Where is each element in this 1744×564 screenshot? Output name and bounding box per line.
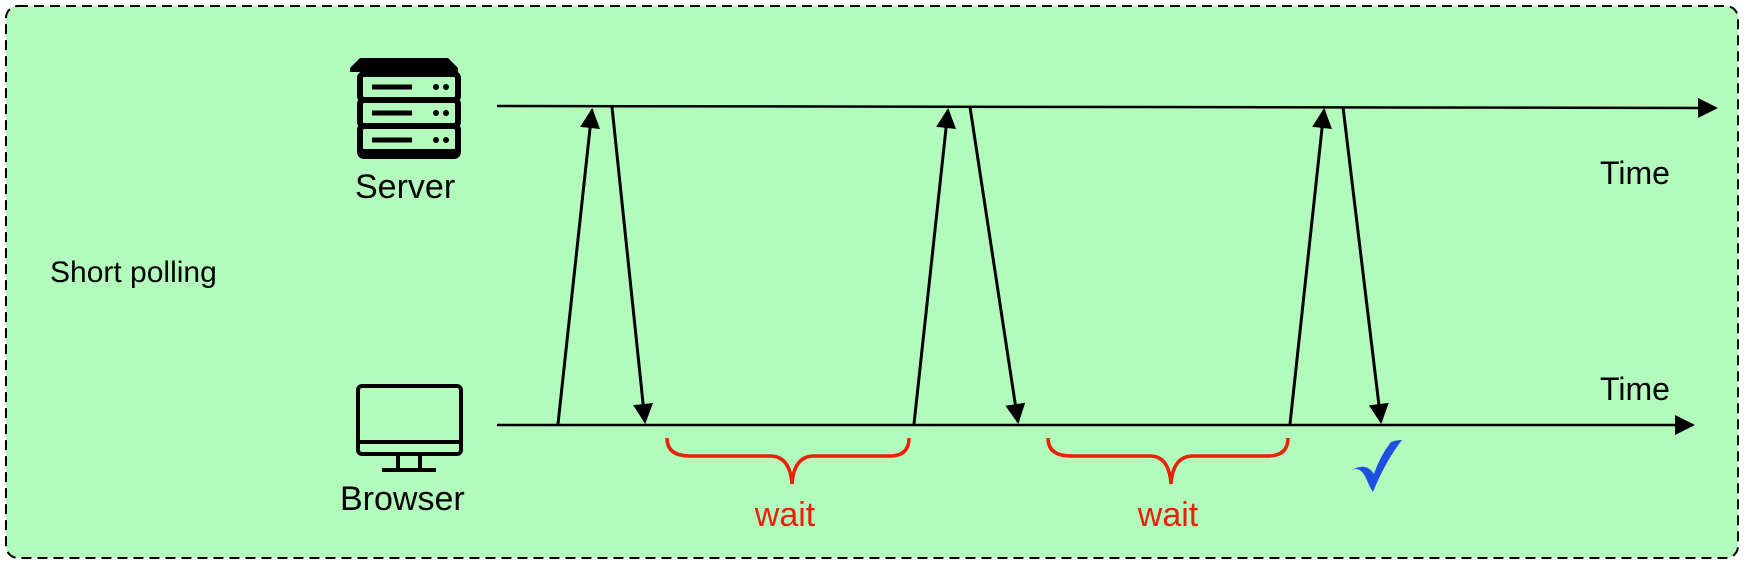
wait-brace-1 <box>665 437 911 485</box>
browser-label: Browser <box>340 480 465 518</box>
wait-label-1: wait <box>754 496 816 534</box>
wait-label-2: wait <box>1137 496 1199 534</box>
request-arrow-1 <box>556 108 601 425</box>
server-time-label: Time <box>1600 155 1670 191</box>
response-arrow-1 <box>610 106 654 424</box>
poll-arrows <box>556 106 1389 425</box>
diagram-panel <box>5 5 1739 559</box>
browser-time-label: Time <box>1600 371 1670 407</box>
server-timeline <box>496 97 1718 118</box>
request-arrow-3 <box>1288 108 1333 425</box>
response-arrow-3 <box>1341 106 1389 424</box>
diagram-title: Short polling <box>50 256 217 289</box>
server-rack-icon <box>350 58 461 159</box>
request-arrow-2 <box>912 108 957 425</box>
checkmark-icon <box>1352 440 1402 492</box>
server-label: Server <box>355 168 455 206</box>
response-arrow-2 <box>968 106 1026 424</box>
desktop-monitor-icon <box>356 384 463 472</box>
wait-brace-2 <box>1046 437 1290 485</box>
